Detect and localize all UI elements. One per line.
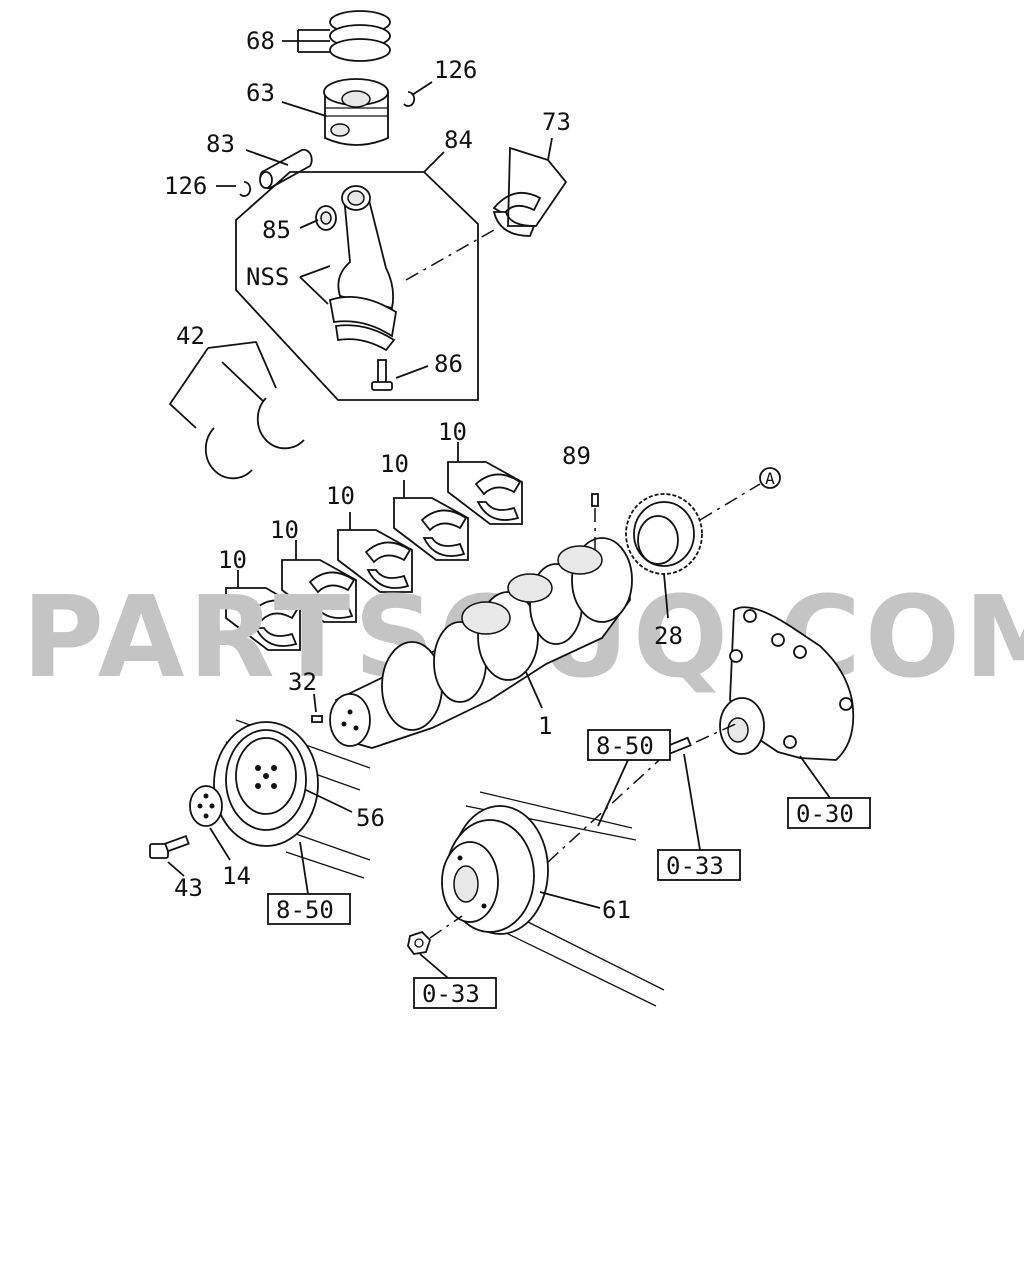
fan-belt-right xyxy=(465,791,665,1007)
ref-8-50-bottom: 8-50 xyxy=(276,896,334,924)
ref-0-33-bottom: 0-33 xyxy=(422,980,480,1008)
callout-42: 42 xyxy=(176,322,205,350)
callout-86: 86 xyxy=(434,350,463,378)
connecting-rod-group-outline xyxy=(235,171,479,401)
callout-89: 89 xyxy=(562,442,591,470)
callout-10-d: 10 xyxy=(380,450,409,478)
callout-14: 14 xyxy=(222,862,251,890)
ref-box-0-33-right xyxy=(657,849,741,881)
con-rod-bearing xyxy=(492,191,542,237)
ref-box-0-33-bottom xyxy=(413,977,497,1009)
ref-0-33-right: 0-33 xyxy=(666,852,724,880)
small-end-bush xyxy=(315,205,337,231)
thrust-washer-1 xyxy=(204,427,253,480)
crank-gear xyxy=(625,493,703,575)
crankshaft xyxy=(329,537,633,749)
main-bearing-set-4 xyxy=(393,480,469,561)
piston-rings xyxy=(329,10,391,62)
ref-box-0-30 xyxy=(787,797,871,829)
callout-10-a: 10 xyxy=(218,546,247,574)
pulley-nut xyxy=(407,930,432,955)
connecting-rod xyxy=(328,185,397,352)
dowel-pin xyxy=(591,493,599,507)
ref-8-50-top: 8-50 xyxy=(596,732,654,760)
callout-nss: NSS xyxy=(246,263,289,291)
callout-32: 32 xyxy=(288,668,317,696)
thrust-washer-2 xyxy=(256,397,305,450)
main-bearing-set-3 xyxy=(337,512,413,593)
snap-ring-top xyxy=(403,91,416,107)
snap-ring-left xyxy=(239,181,252,197)
crank-pulley xyxy=(213,721,319,847)
piston xyxy=(323,78,389,146)
pulley-bolt xyxy=(149,834,190,859)
ref-box-8-50-bottom xyxy=(267,893,351,925)
main-bearing-set-1 xyxy=(225,570,301,651)
callout-61: 61 xyxy=(602,896,631,924)
callout-73: 73 xyxy=(542,108,571,136)
main-bearing-set-5 xyxy=(447,442,523,525)
callout-85: 85 xyxy=(262,216,291,244)
callout-43: 43 xyxy=(174,874,203,902)
callout-84: 84 xyxy=(444,126,473,154)
callout-56: 56 xyxy=(356,804,385,832)
main-bearing-set-2 xyxy=(281,540,357,623)
callout-10-e: 10 xyxy=(438,418,467,446)
callout-28: 28 xyxy=(654,622,683,650)
piston-pin xyxy=(259,148,313,190)
callout-126-left: 126 xyxy=(164,172,207,200)
callout-68: 68 xyxy=(246,27,275,55)
ref-0-30: 0-30 xyxy=(796,800,854,828)
callout-83: 83 xyxy=(206,130,235,158)
ref-box-8-50-top xyxy=(587,729,671,761)
callout-10-c: 10 xyxy=(326,482,355,510)
axis-reference-a xyxy=(759,467,781,489)
water-pump xyxy=(719,606,855,761)
pulley-plate xyxy=(189,785,223,827)
con-rod-bolt xyxy=(371,359,393,391)
callout-126-top: 126 xyxy=(434,56,477,84)
crank-key xyxy=(311,715,323,723)
fan-pulley xyxy=(441,805,549,935)
callout-63: 63 xyxy=(246,79,275,107)
callout-1: 1 xyxy=(538,712,552,740)
callout-10-b: 10 xyxy=(270,516,299,544)
callout-a: A xyxy=(765,469,775,488)
